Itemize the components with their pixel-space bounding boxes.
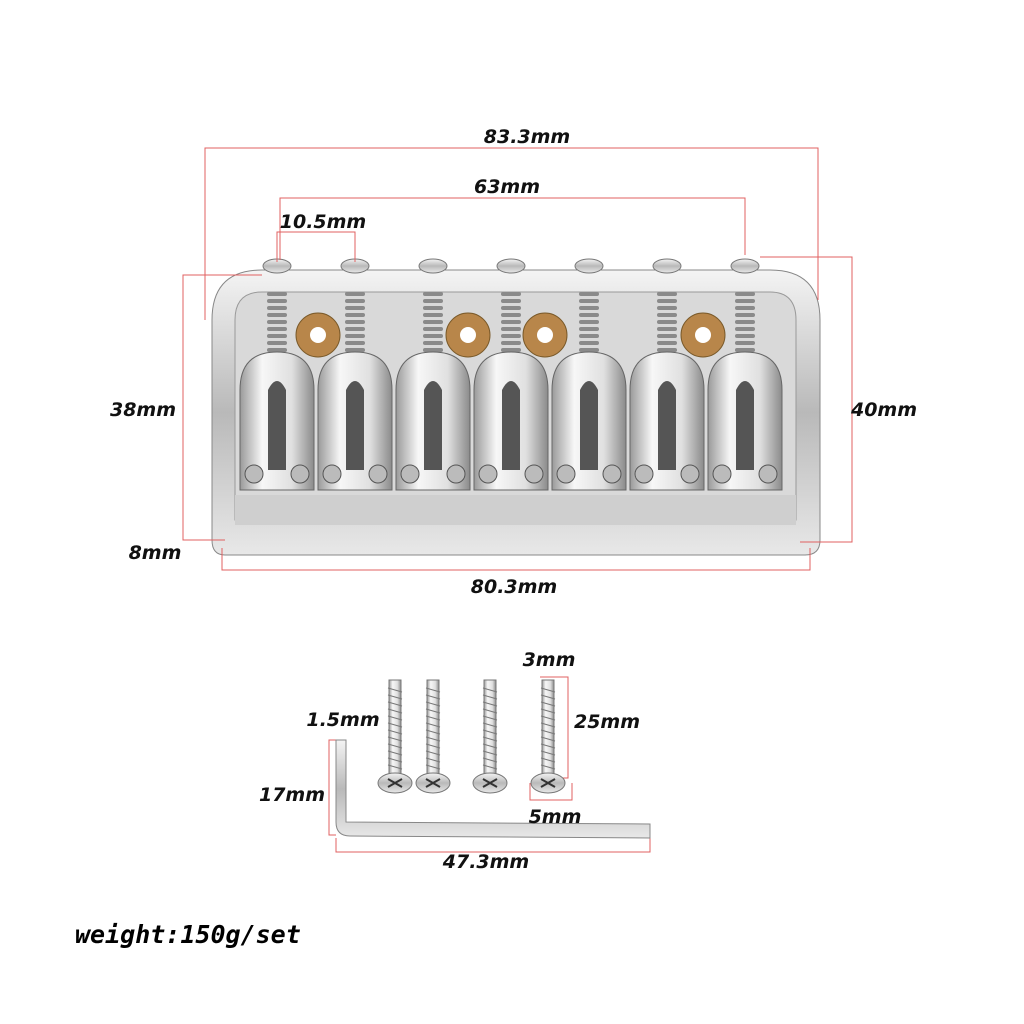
base-height-label: 8mm <box>128 542 182 564</box>
key-long-arm-label: 47.3mm <box>442 851 530 873</box>
dimension-lines <box>182 147 853 853</box>
screw-diameter-label: 5mm <box>528 806 582 828</box>
saddles <box>239 258 783 491</box>
base-length-label: 80.3mm <box>470 576 558 598</box>
screw-head-label: 3mm <box>522 649 576 671</box>
saddle <box>551 258 627 491</box>
saddle <box>707 258 783 491</box>
screw <box>530 679 566 794</box>
screw <box>415 679 451 794</box>
string-spacing-total-label: 63mm <box>473 176 541 198</box>
saddle <box>473 258 549 491</box>
mounting-screws <box>377 679 566 794</box>
weight-label: weight:150g/set <box>75 920 301 949</box>
screw <box>377 679 413 794</box>
depth-label: 38mm <box>109 399 177 421</box>
key-short-arm-label: 17mm <box>258 784 326 806</box>
overall-length-label: 83.3mm <box>483 126 571 148</box>
saddle <box>629 258 705 491</box>
allen-key <box>335 739 651 839</box>
string-spacing-label: 10.5mm <box>279 211 367 233</box>
depth-total-label: 40mm <box>850 399 918 421</box>
screw <box>472 679 508 794</box>
saddle <box>317 258 393 491</box>
key-size-label: 1.5mm <box>306 709 380 731</box>
screw-length-label: 25mm <box>573 711 641 733</box>
saddle <box>395 258 471 491</box>
saddle <box>239 258 315 491</box>
